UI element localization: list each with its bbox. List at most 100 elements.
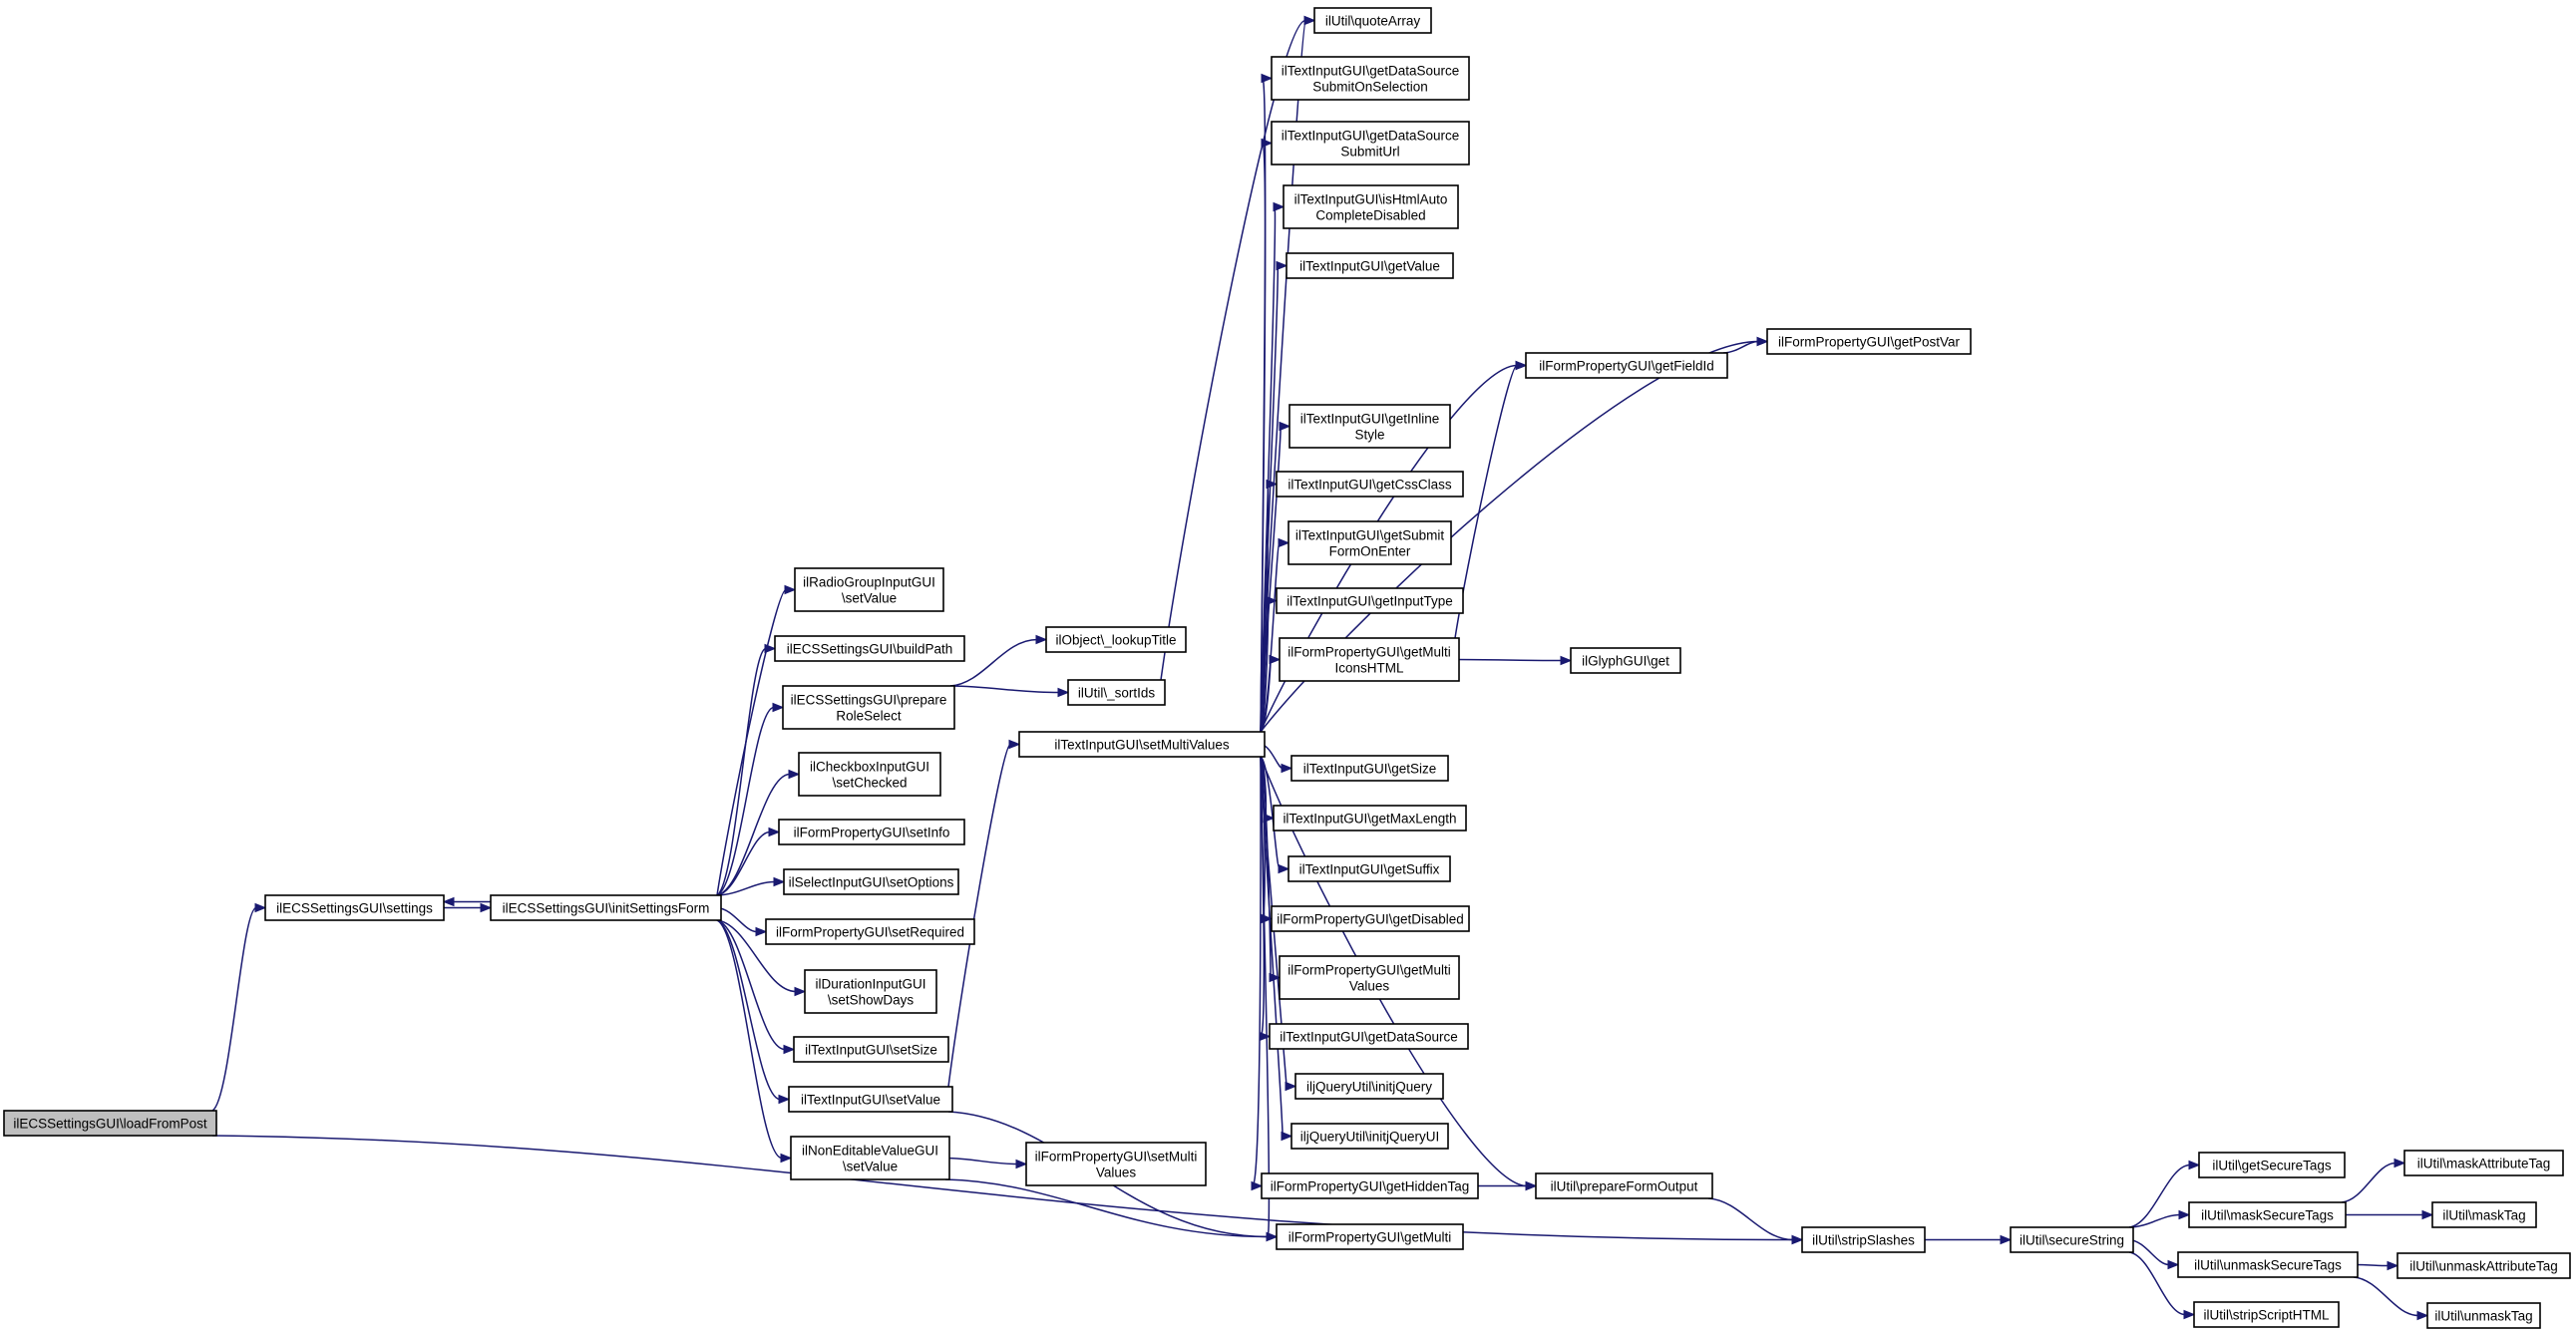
node-label: ilECSSettingsGUI\prepare (791, 693, 947, 708)
node-box (1288, 520, 1452, 565)
node-mask-secure-tags[interactable]: ilUtil\maskSecureTags (2188, 1201, 2347, 1228)
node-box (2431, 1201, 2537, 1228)
edge-arrowhead (1035, 634, 1048, 645)
node-set-required[interactable]: ilFormPropertyGUI\setRequired (765, 918, 975, 945)
node-get-suffix[interactable]: ilTextInputGUI\getSuffix (1288, 855, 1451, 882)
edge-line (716, 880, 776, 896)
edge-non-edit-set-value-to-set-multi-values-prop (944, 1157, 1028, 1169)
node-glyph-get[interactable]: ilGlyphGUI\get (1570, 647, 1681, 674)
node-label: ilECSSettingsGUI\settings (276, 901, 433, 916)
node-secure-string[interactable]: ilUtil\secureString (2010, 1226, 2134, 1253)
node-label: ilUtil\getSecureTags (2212, 1159, 2332, 1173)
node-non-edit-set-value[interactable]: ilNonEditableValueGUI\setValue (790, 1136, 950, 1180)
node-label: IconsHTML (1334, 661, 1404, 676)
node-quote-array[interactable]: ilUtil\quoteArray (1313, 7, 1432, 34)
node-get-size[interactable]: ilTextInputGUI\getSize (1290, 755, 1449, 782)
node-label: ilTextInputGUI\getDataSource (1280, 1030, 1458, 1045)
node-set-info[interactable]: ilFormPropertyGUI\setInfo (778, 819, 965, 845)
node-text-set-value[interactable]: ilTextInputGUI\setValue (788, 1086, 953, 1113)
node-label: ilTextInputGUI\getCssClass (1288, 478, 1452, 493)
edge-set-multi-values-to-get-inline-style (1260, 421, 1291, 733)
node-settings[interactable]: ilECSSettingsGUI\settings (264, 894, 445, 921)
edge-arrowhead (1276, 260, 1288, 271)
node-load-from-post[interactable]: ilECSSettingsGUI\loadFromPost (3, 1110, 217, 1137)
edge-get-multi-icons-html-to-get-field-id (1454, 360, 1528, 639)
node-prepare-form-output[interactable]: ilUtil\prepareFormOutput (1535, 1172, 1713, 1199)
node-box (2010, 1226, 2134, 1253)
node-sort-ids[interactable]: ilUtil\_sortIds (1067, 679, 1166, 706)
edge-arrowhead (1279, 421, 1291, 432)
node-html-auto-complete[interactable]: ilTextInputGUI\isHtmlAutoCompleteDisable… (1283, 184, 1459, 229)
node-box (1766, 328, 1972, 355)
node-initj-query-ui[interactable]: iljQueryUtil\initjQueryUI (1290, 1123, 1449, 1150)
node-get-post-var[interactable]: ilFormPropertyGUI\getPostVar (1766, 328, 1972, 355)
node-set-multi-values-prop[interactable]: ilFormPropertyGUI\setMultiValues (1025, 1142, 1207, 1186)
node-radio-set-value[interactable]: ilRadioGroupInputGUI\setValue (794, 567, 944, 612)
edge-arrowhead (1266, 595, 1279, 606)
node-box (1286, 252, 1454, 279)
node-checkbox-set-checked[interactable]: ilCheckboxInputGUI\setChecked (798, 752, 941, 797)
node-get-input-type[interactable]: ilTextInputGUI\getInputType (1276, 587, 1464, 614)
node-get-secure-tags[interactable]: ilUtil\getSecureTags (2198, 1152, 2346, 1178)
node-get-css-class[interactable]: ilTextInputGUI\getCssClass (1276, 471, 1464, 498)
node-label: ilECSSettingsGUI\buildPath (787, 642, 953, 657)
node-ds-submit-on-sel[interactable]: ilTextInputGUI\getDataSourceSubmitOnSele… (1271, 56, 1470, 101)
edge-line (1454, 364, 1518, 639)
node-label: ilFormPropertyGUI\getFieldId (1539, 359, 1714, 374)
edge-line (2353, 1276, 2419, 1317)
edge-line (1260, 756, 1284, 1138)
node-lookup-title[interactable]: ilObject\_lookupTitle (1045, 626, 1187, 653)
node-unmask-secure-tags[interactable]: ilUtil\unmaskSecureTags (2177, 1251, 2359, 1278)
node-set-multi-values[interactable]: ilTextInputGUI\setMultiValues (1018, 731, 1266, 758)
node-init-settings-form[interactable]: ilECSSettingsGUI\initSettingsForm (490, 894, 722, 921)
node-get-max-length[interactable]: ilTextInputGUI\getMaxLength (1273, 805, 1467, 832)
node-label: ilUtil\stripSlashes (1812, 1233, 1915, 1248)
node-get-disabled[interactable]: ilFormPropertyGUI\getDisabled (1271, 905, 1470, 932)
node-set-show-days[interactable]: ilDurationInputGUI\setShowDays (804, 969, 937, 1014)
node-set-size[interactable]: ilTextInputGUI\setSize (793, 1036, 949, 1063)
edge-load-from-post-to-settings (211, 902, 267, 1112)
node-set-options[interactable]: ilSelectInputGUI\setOptions (783, 868, 959, 895)
node-strip-slashes[interactable]: ilUtil\stripSlashes (1801, 1226, 1926, 1253)
node-box (1290, 1123, 1449, 1150)
node-get-field-id[interactable]: ilFormPropertyGUI\getFieldId (1525, 352, 1728, 379)
node-label: ilTextInputGUI\setSize (805, 1043, 937, 1058)
edge-unmask-secure-tags-to-unmask-tag (2353, 1276, 2429, 1321)
node-label: ilFormPropertyGUI\getMulti (1288, 963, 1451, 978)
node-unmask-attribute-tag[interactable]: ilUtil\unmaskAttributeTag (2396, 1252, 2571, 1279)
node-box (790, 1136, 950, 1180)
edge-arrowhead (1261, 73, 1274, 84)
node-get-data-source[interactable]: ilTextInputGUI\getDataSource (1269, 1023, 1469, 1050)
edge-arrowhead (1525, 1180, 1538, 1191)
node-label: ilFormPropertyGUI\getHiddenTag (1271, 1179, 1470, 1194)
node-build-path[interactable]: ilECSSettingsGUI\buildPath (774, 635, 965, 662)
edge-text-set-value-to-set-multi-values (947, 739, 1021, 1088)
node-box (2396, 1252, 2571, 1279)
node-get-multi[interactable]: ilFormPropertyGUI\getMulti (1276, 1223, 1464, 1250)
node-label: ilUtil\secureString (2020, 1233, 2124, 1248)
node-unmask-tag[interactable]: ilUtil\unmaskTag (2426, 1302, 2541, 1329)
node-box (1279, 955, 1460, 1000)
node-mask-attribute-tag[interactable]: ilUtil\maskAttributeTag (2403, 1150, 2564, 1176)
edge-arrowhead (755, 926, 768, 937)
node-box (783, 868, 959, 895)
node-get-hidden-tag[interactable]: ilFormPropertyGUI\getHiddenTag (1261, 1172, 1479, 1199)
node-label: \setValue (842, 591, 897, 606)
node-initj-query[interactable]: iljQueryUtil\initjQuery (1294, 1073, 1444, 1100)
edge-line (1160, 19, 1306, 681)
edge-secure-string-to-unmask-secure-tags (2128, 1238, 2180, 1270)
node-get-value[interactable]: ilTextInputGUI\getValue (1286, 252, 1454, 279)
node-box (1801, 1226, 1926, 1253)
node-strip-script-html[interactable]: ilUtil\stripScriptHTML (2193, 1301, 2340, 1328)
edge-arrowhead (2387, 1260, 2399, 1271)
edge-init-settings-form-to-build-path (716, 643, 777, 896)
edge-line (716, 919, 783, 1160)
node-label: ilCheckboxInputGUI (810, 760, 929, 775)
node-mask-tag[interactable]: ilUtil\maskTag (2431, 1201, 2537, 1228)
